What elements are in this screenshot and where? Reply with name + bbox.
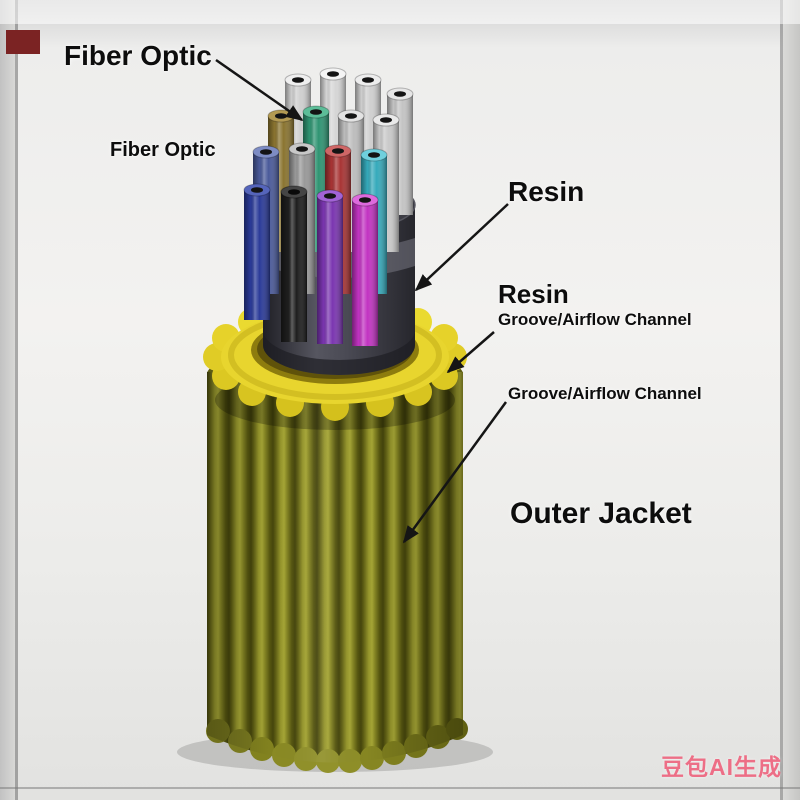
leader-arrow-outer-jacket: [402, 401, 508, 544]
fiber-tube: [386, 87, 414, 215]
fiber-tube: [316, 189, 344, 344]
label-groove-channel-1: Groove/Airflow Channel: [498, 310, 692, 329]
label-groove-channel-2: Groove/Airflow Channel: [508, 384, 702, 403]
label-resin-secondary: Resin: [498, 279, 569, 309]
fiber-tube: [280, 185, 308, 342]
watermark: 豆包AI生成: [661, 754, 782, 780]
leader-arrow-fiber-optic: [215, 58, 304, 122]
fiber-tube: [351, 193, 379, 346]
photo-edge-left-line: [15, 0, 18, 800]
leader-arrow-groove: [446, 331, 495, 374]
photo-edge-right: [783, 0, 800, 800]
label-outer-jacket: Outer Jacket: [510, 497, 692, 530]
corner-red-mark: [6, 30, 40, 54]
photo-edge-right-line: [780, 0, 783, 800]
photo-edge-left: [0, 0, 15, 800]
label-fiber-optic-main: Fiber Optic: [64, 40, 212, 71]
fiber-bundle: [243, 67, 414, 346]
photo-edge-bottom: [0, 787, 800, 789]
label-fiber-optic-secondary: Fiber Optic: [110, 139, 216, 161]
photo-edge-top: [0, 0, 800, 24]
fiber-tube: [243, 183, 271, 320]
label-resin-main: Resin: [508, 176, 585, 207]
leader-arrow-resin: [414, 203, 509, 292]
